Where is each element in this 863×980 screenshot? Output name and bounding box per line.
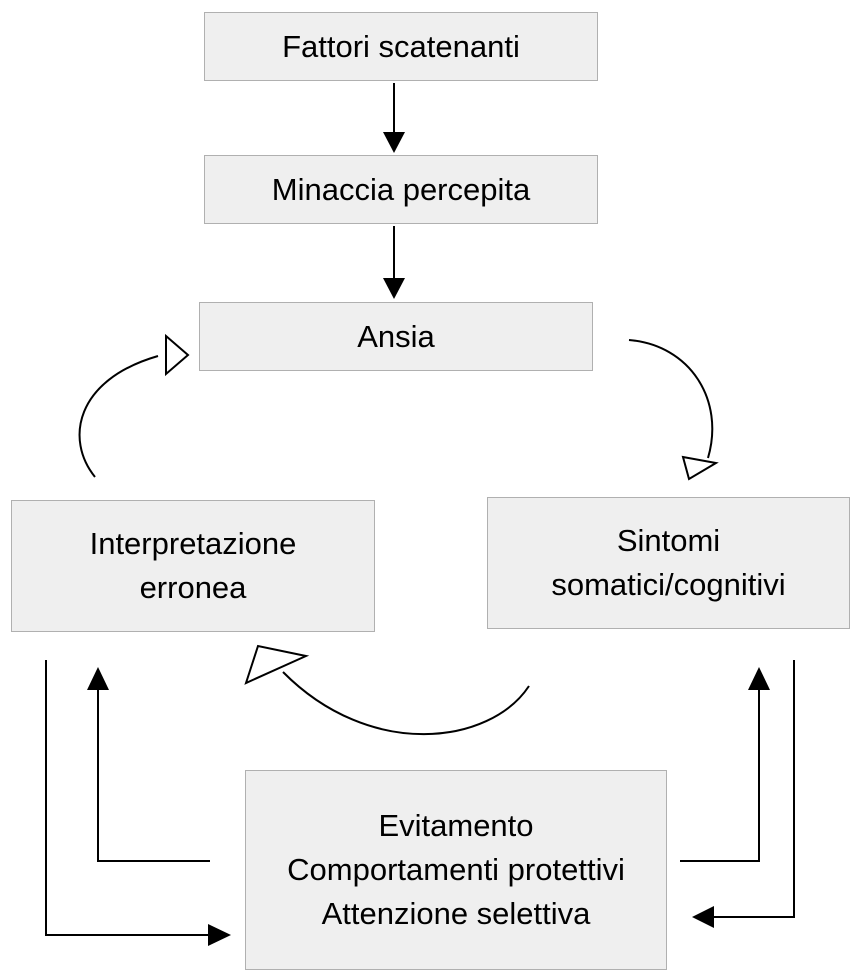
node-label-line-2: somatici/cognitivi	[551, 567, 786, 602]
arrow-interpretazione-to-comportamenti	[45, 660, 231, 946]
node-label-line-2: erronea	[139, 570, 247, 605]
node-sintomi: Sintomi somatici/cognitivi	[487, 497, 850, 629]
node-label: Fattori scatenanti	[282, 28, 520, 64]
node-label-line-1: Interpretazione	[89, 526, 297, 561]
arrow-comportamenti-to-interpretazione	[87, 667, 210, 862]
arrow-interpretazione-to-ansia	[78, 333, 190, 478]
arrow-sintomi-to-comportamenti	[692, 660, 795, 928]
node-label-line-2: Comportamenti protettivi	[287, 852, 625, 887]
arrow-minaccia-to-ansia	[383, 226, 405, 299]
node-label-line-1: Sintomi	[616, 523, 721, 558]
arrow-ansia-to-sintomi	[628, 339, 719, 481]
node-minaccia-percepita: Minaccia percepita	[204, 155, 598, 224]
node-label-line-1: Evitamento	[378, 808, 534, 843]
node-label: Ansia	[357, 318, 435, 354]
arrow-sintomi-to-interpretazione	[244, 644, 530, 736]
node-comportamenti: Evitamento Comportamenti protettivi Atte…	[245, 770, 667, 970]
arrow-comportamenti-to-sintomi	[680, 667, 770, 862]
node-label-line-3: Attenzione selettiva	[321, 896, 591, 931]
node-ansia: Ansia	[199, 302, 593, 371]
node-fattori-scatenanti: Fattori scatenanti	[204, 12, 598, 81]
node-interpretazione-erronea: Interpretazione erronea	[11, 500, 375, 632]
arrow-fattori-to-minaccia	[383, 83, 405, 153]
node-label: Minaccia percepita	[271, 171, 531, 207]
